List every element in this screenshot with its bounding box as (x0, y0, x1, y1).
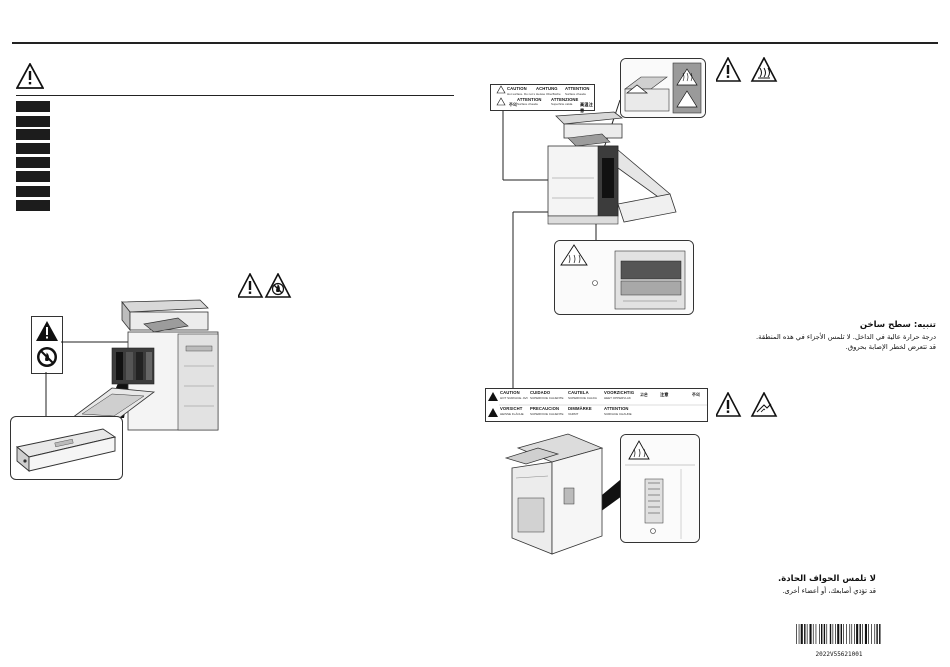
sharp-edge-icon (750, 391, 778, 417)
caution-sub: Hot surface. Do not touch. (507, 92, 535, 96)
no-fire-icon (264, 272, 292, 298)
strip-title: CAUTION (500, 390, 520, 395)
strip-sub: SUPERFICIE CALIENTE (530, 412, 564, 416)
language-tab (16, 143, 50, 154)
warning-icon (714, 56, 742, 82)
strip-sub: HOT SURFACE. AVOID CONTACT. (500, 396, 528, 400)
caution-title: CAUTION (507, 86, 527, 91)
language-tab (16, 157, 50, 168)
language-tab (16, 116, 50, 127)
caution-cjk: 高温注意 (580, 102, 593, 113)
printer-illustration-open-door (68, 296, 228, 441)
strip-cjk: 注意 (660, 392, 669, 397)
hot-surface-title: تنبيه: سطح ساخن (859, 320, 936, 330)
toner-warning-icons (236, 272, 298, 304)
caution-cjk: 주의 (509, 102, 517, 107)
top-rule (12, 42, 938, 44)
barcode-number: 2022V55621001 (815, 651, 863, 658)
strip-sub: VARMT (568, 412, 579, 416)
caution-sub: Superficie calda (551, 102, 573, 106)
language-tab (16, 101, 50, 112)
hot-surface-inset (620, 58, 706, 118)
caution-sub: Surface chaude (517, 102, 539, 106)
rear-panel-closeup (620, 434, 700, 543)
printer-illustration-rear (498, 428, 608, 563)
toner-cartridge-closeup (10, 416, 123, 480)
section-rule (16, 95, 454, 97)
caution-label-strip-long: CAUTION CUIDADO CAUTELA VOORZICHTIG HOT … (485, 388, 708, 422)
sharp-edge-title: لا تلمس الحواف الحادة. (778, 574, 876, 584)
strip-sub: HEET OPPERVLAK (604, 396, 631, 400)
strip-cjk: 주의 (692, 392, 700, 397)
general-warning-icon (15, 62, 45, 94)
strip-sub: SUPERFICIE CALIENTE (530, 396, 564, 400)
strip-title: CUIDADO (530, 390, 551, 395)
sharp-edge-warning-icons (714, 391, 780, 423)
strip-title: CAUTELA (568, 390, 589, 395)
caution-title: ACHTUNG (536, 86, 558, 91)
warning-icon (236, 272, 264, 298)
language-tab (16, 129, 50, 140)
language-tab (16, 200, 50, 211)
toner-label-box (31, 316, 63, 374)
strip-sub: SURFACE CHAUDE (604, 412, 632, 416)
hot-surface-icon (750, 56, 778, 82)
caution-sub: Heisse Oberfläche (536, 92, 561, 96)
barcode: 2022V55621001 (795, 624, 883, 658)
caution-title: ATTENZIONE (551, 97, 579, 102)
warning-icon (714, 391, 742, 417)
barcode-bars (796, 624, 881, 644)
fuser-closeup (554, 240, 694, 315)
strip-title: ATTENTION (604, 406, 629, 411)
strip-sub: SUPERFICIE CALDA (568, 396, 597, 400)
caution-title: ATTENTION (565, 86, 590, 91)
strip-cjk: 고온 (640, 392, 648, 397)
caution-sub: Surface chaude (565, 92, 587, 96)
sharp-edge-body: قد تؤذي أصابعك، أو أعضاء أخرى. (782, 587, 876, 595)
hot-surface-body-2: قد تتعرض لخطر الإصابة بحروق. (845, 343, 936, 351)
caution-title: ATTENTION (517, 97, 542, 102)
fuser-warning-icons (714, 56, 780, 88)
language-tab (16, 186, 50, 197)
caution-label-strip-small: CAUTION ACHTUNG ATTENTION Hot surface. D… (490, 84, 595, 113)
hot-surface-body-1: درجة حرارة عالية في الداخل. لا تلمس الأج… (756, 333, 936, 341)
strip-title: VOORZICHTIG (604, 390, 635, 395)
strip-title: PRECAUCION (530, 406, 560, 411)
strip-sub: HEISSE FLÄCHE (500, 412, 524, 416)
strip-title: DIMMÄRKE (568, 406, 592, 411)
strip-title: VORSICHT (500, 406, 523, 411)
printer-illustration-fuser (538, 108, 678, 239)
language-tab (16, 171, 50, 182)
